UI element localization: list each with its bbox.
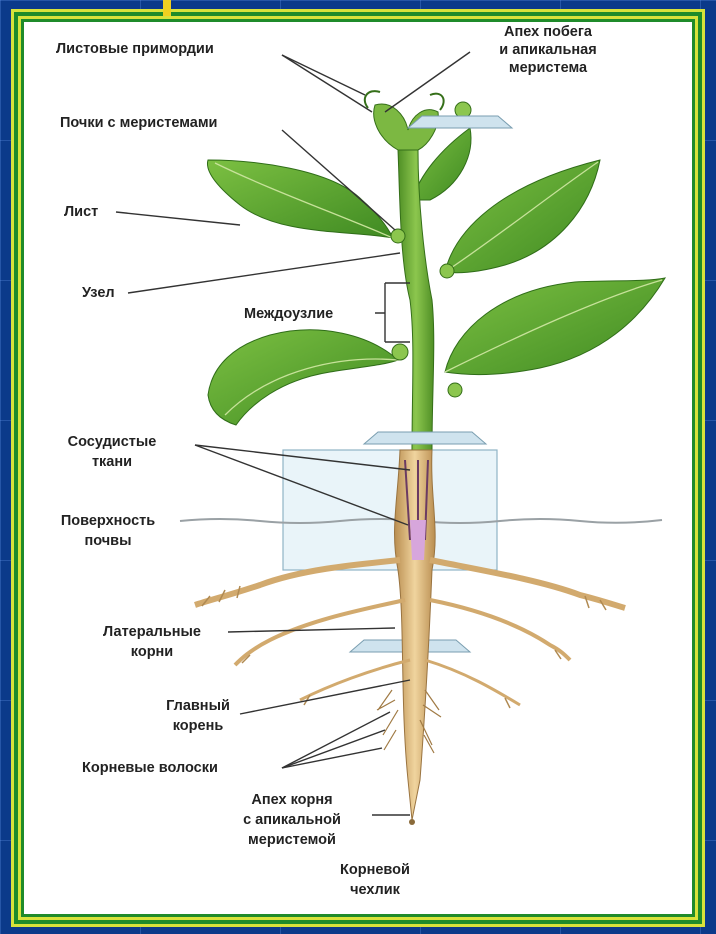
label-root-apex-3: меристемой xyxy=(248,832,336,848)
label-internode: Междоузлие xyxy=(244,306,333,322)
section-plane-shoot xyxy=(408,116,512,128)
label-node: Узел xyxy=(82,285,115,301)
label-root-cap-1: Корневой xyxy=(340,862,410,878)
label-apex-shoot-3: меристема xyxy=(509,60,588,76)
label-main-root-1: Главный xyxy=(166,698,230,714)
leaf-right-lower xyxy=(445,278,665,375)
leaves xyxy=(207,128,665,425)
label-buds: Почки с меристемами xyxy=(60,115,217,131)
label-lateral-1: Латеральные xyxy=(103,624,201,640)
label-leaf-primordia: Листовые примордии xyxy=(56,41,214,57)
label-apex-shoot-2: и апикальная xyxy=(499,42,596,58)
label-soil-2: почвы xyxy=(85,533,132,549)
label-root-apex-1: Апех корня xyxy=(251,792,332,808)
label-vascular-1: Сосудистые xyxy=(68,434,157,450)
label-main-root-2: корень xyxy=(173,718,224,734)
label-root-apex-2: с апикальной xyxy=(243,812,341,828)
label-root-hairs: Корневые волоски xyxy=(82,760,218,776)
label-apex-shoot-1: Апех побега xyxy=(504,24,593,40)
label-lateral-2: корни xyxy=(131,644,173,660)
label-soil-1: Поверхность xyxy=(61,513,155,529)
root-system xyxy=(195,450,625,825)
label-leaf: Лист xyxy=(64,204,98,220)
section-plane-stem xyxy=(364,432,486,444)
leaf-left-lower xyxy=(208,330,398,425)
label-root-cap-2: чехлик xyxy=(350,882,400,898)
label-vascular-2: ткани xyxy=(92,454,132,470)
